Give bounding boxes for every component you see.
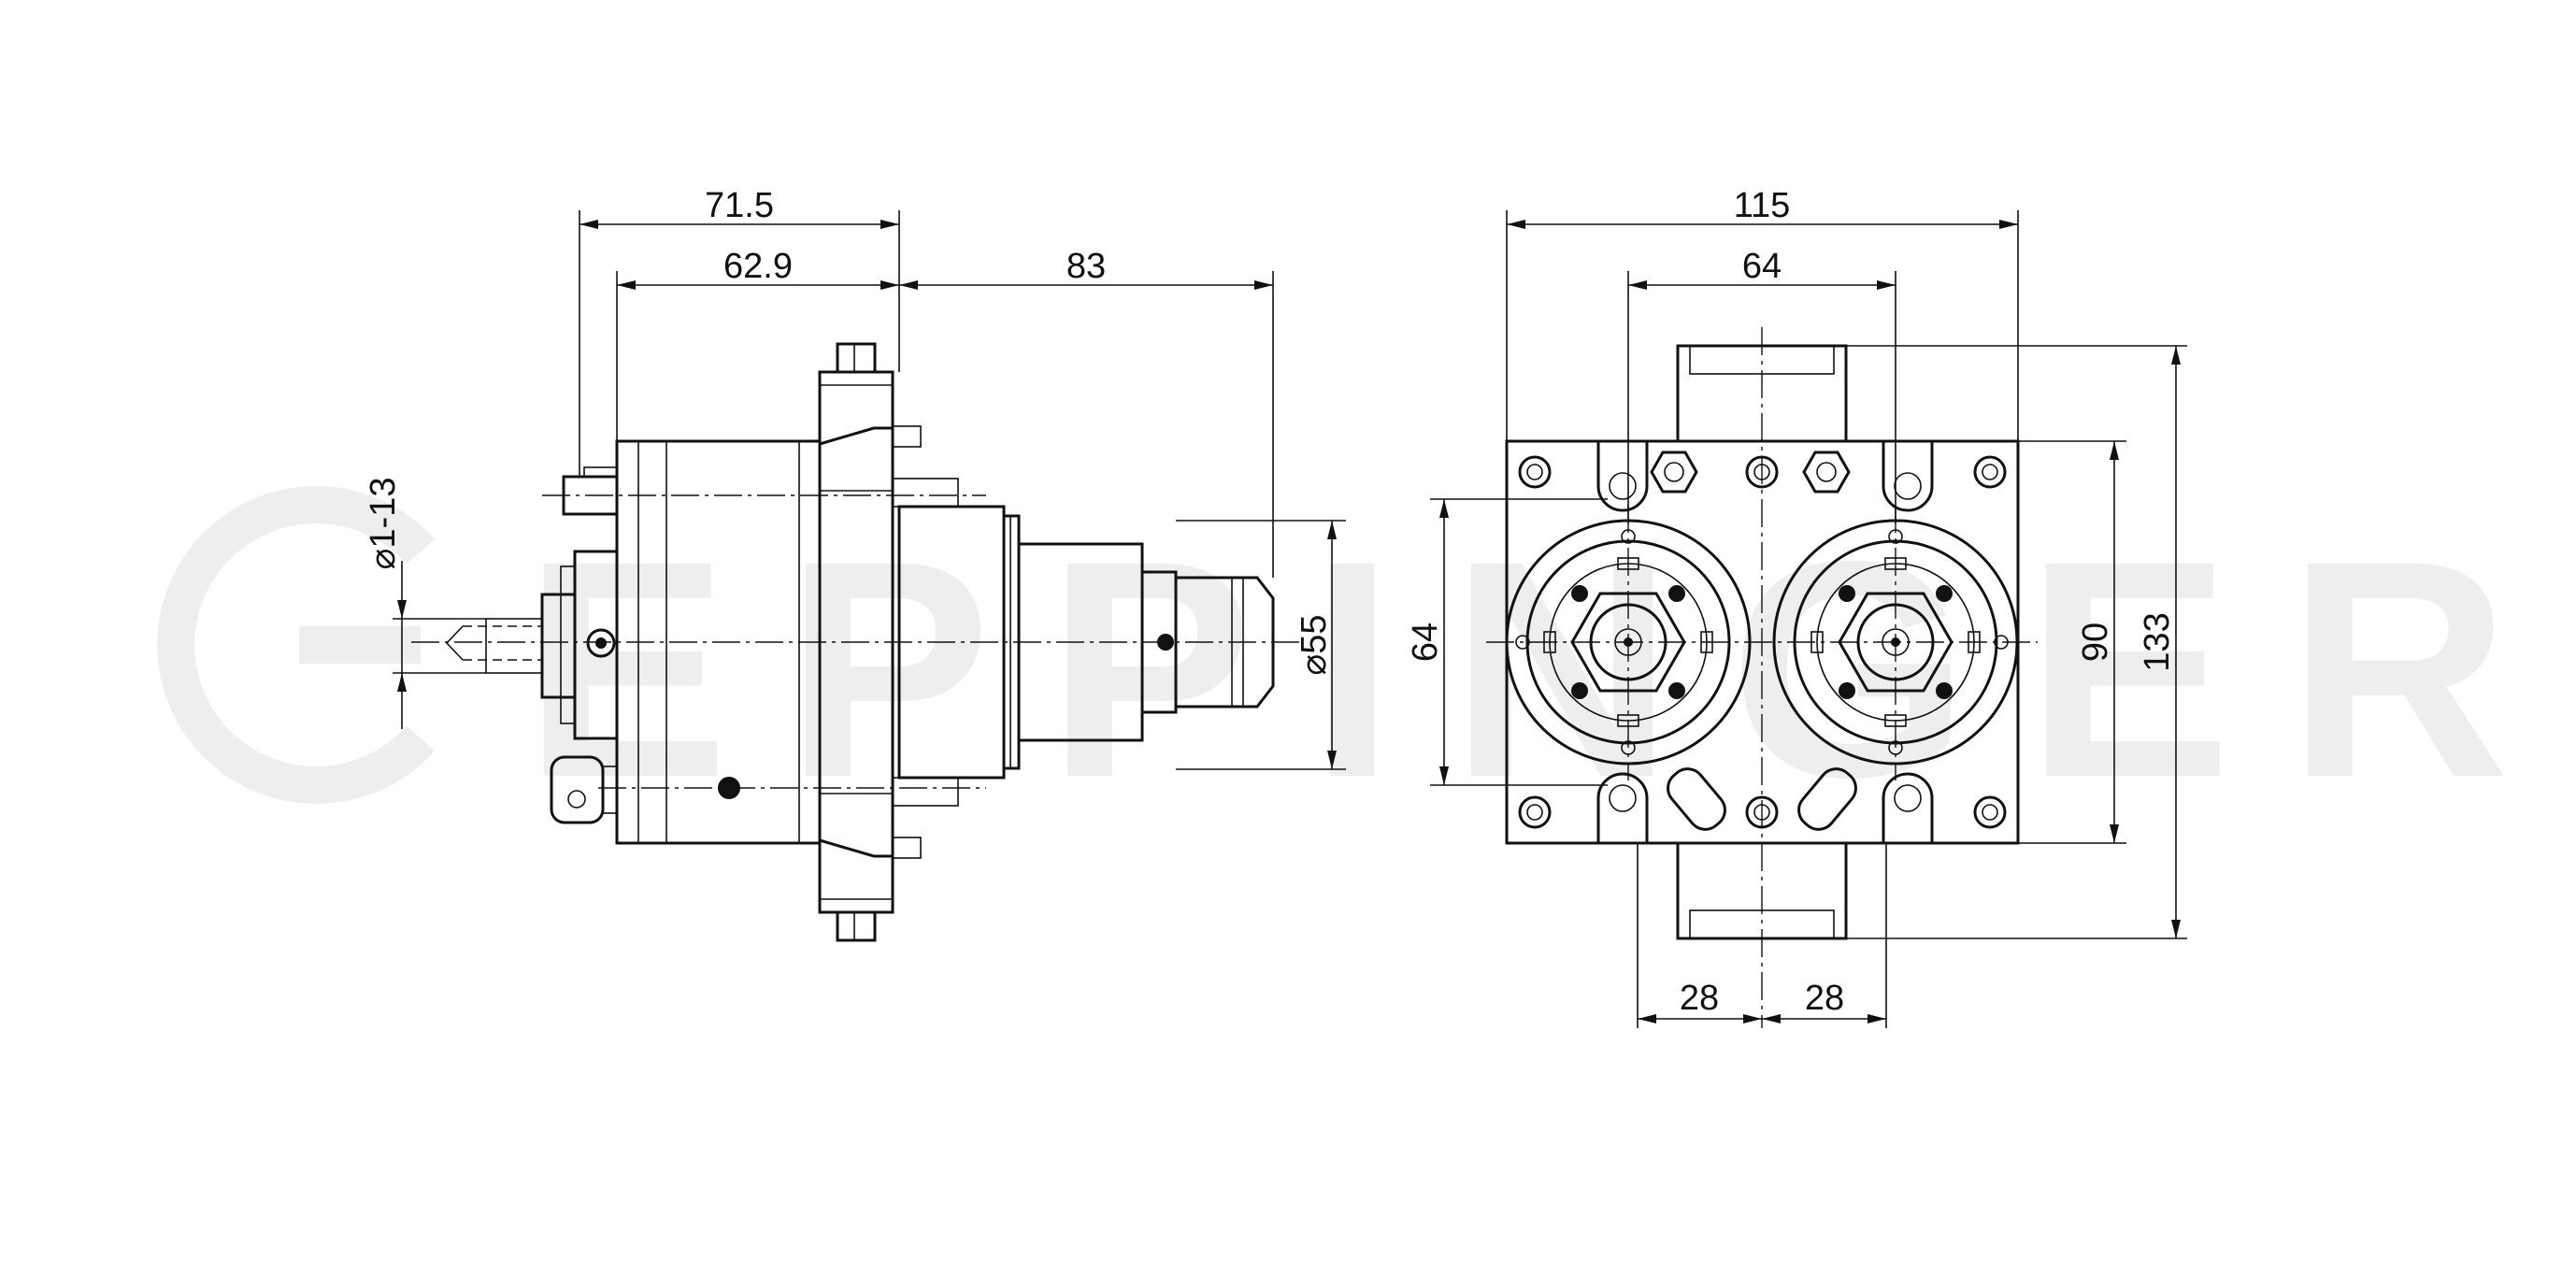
dim-spindle-spacing: 64 — [1742, 247, 1782, 286]
dim-overall-length: 71.5 — [705, 186, 774, 225]
watermark: EPPINGER — [157, 486, 2566, 841]
pockets — [1596, 441, 1934, 843]
flange-bottom-lug — [836, 910, 877, 942]
dim-height-90: 90 — [2076, 623, 2115, 662]
dim-coolant-bore: ⌀1-13 — [364, 478, 403, 570]
dim-overall-width: 115 — [1734, 186, 1791, 225]
dim-overall-height: 133 — [2138, 612, 2177, 671]
watermark-text: EPPINGER — [523, 496, 2566, 841]
flange-top-lug — [836, 342, 877, 374]
side-view: 71.5 62.9 83 ⌀55 ⌀1-13 — [364, 186, 1346, 942]
dim-body-length: 62.9 — [723, 247, 793, 286]
hex-plugs — [1650, 451, 1851, 494]
dim-height-64: 64 — [1406, 623, 1445, 662]
front-view: 115 64 28 28 64 90 133 — [1406, 186, 2187, 1028]
dim-spindle-length: 83 — [1066, 247, 1106, 286]
coolant-nozzles — [1667, 767, 1857, 831]
dim-spindle-diameter: ⌀55 — [1295, 614, 1334, 675]
dim-left-offset: 28 — [1680, 979, 1719, 1018]
watermark-logo — [157, 486, 435, 804]
dim-right-offset: 28 — [1805, 979, 1844, 1018]
rear-pin — [586, 628, 616, 658]
